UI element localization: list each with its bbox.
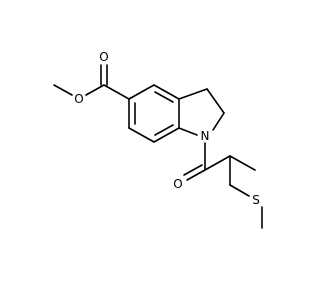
bond-ring-c7a-c7-inner (154, 124, 174, 136)
bond-c2-n1 (212, 112, 225, 131)
bond-ch2-s (229, 184, 250, 197)
bond-carbonyl-c-o-double-b (183, 164, 203, 176)
bond-c3a-c3 (178, 88, 208, 100)
bond-ring-c7a-c7 (153, 127, 180, 143)
bond-ring-c5-c4 (128, 84, 155, 100)
bond-c5-ester-c (103, 84, 130, 100)
atom-label-amide-oxygen: O (173, 177, 182, 191)
atom-label-carbonyl-oxygen: O (99, 50, 108, 64)
atom-label-sulfur: S (252, 193, 260, 207)
atom-label-layer: O O N O S (74, 50, 260, 207)
bond-o-methyl (53, 84, 73, 96)
bond-ring-c4-c3a-inner (154, 91, 174, 103)
bond-c3-c2 (206, 88, 225, 114)
molecule-structure-diagram: O O N O S (53, 50, 263, 229)
bond-ring-c7-c6 (128, 127, 155, 143)
bond-ester-c-o-single (85, 84, 105, 96)
bond-alpha-c-methyl (229, 155, 256, 171)
bond-carbonyl-c-o-double-a (186, 169, 206, 181)
bond-ring-c4-c3a (153, 84, 180, 100)
bond-n1-c7a (178, 127, 198, 136)
bond-carbonyl-c-alpha-c (204, 155, 231, 171)
atom-label-ester-oxygen: O (74, 92, 83, 106)
atom-label-nitrogen: N (201, 129, 210, 143)
bond-layer (53, 64, 263, 229)
